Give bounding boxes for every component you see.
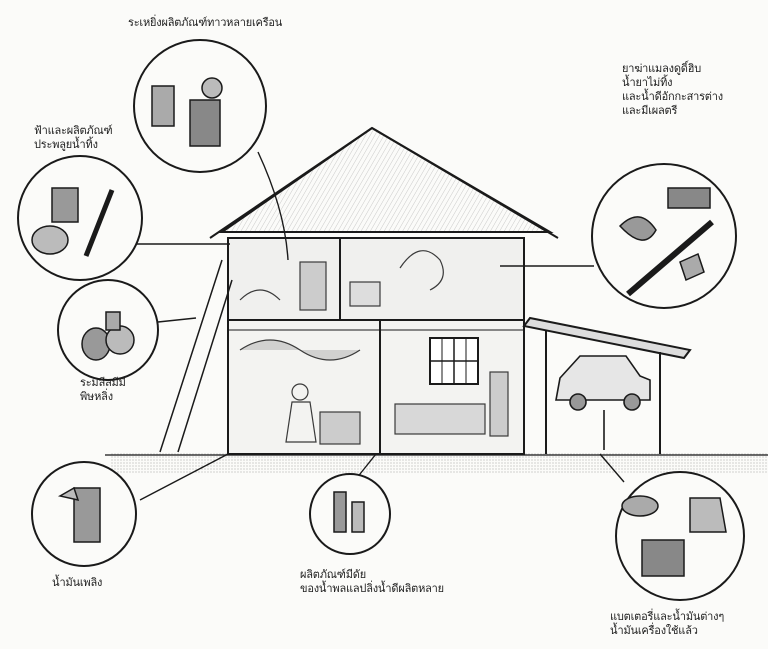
label-bottom-right-callout: แบตเตอรี่และน้ำมันต่างๆ น้ำมันเครื่องใช้…	[610, 610, 724, 638]
label-mid-left-line1: ระมลีลมีมี	[80, 376, 126, 389]
carport-roof	[522, 316, 692, 360]
label-top-right-line4: และมีเผลตรี	[622, 104, 678, 117]
label-bottom-right-line1: แบตเตอรี่และน้ำมันต่างๆ	[610, 610, 725, 623]
label-bottom-left-callout: น้ำมันเพลิง	[52, 576, 102, 590]
label-top-line1: ระเหยิ่งผลิตภัณฑ์ทาวหลายเครือน	[128, 16, 283, 29]
callout-circle-top-right	[591, 163, 737, 309]
label-top-right-callout: ยาฆ่าแมลงดูดิ์ฮิบ น้ำยาไม่ทิ้ง และน้ำดีอ…	[622, 62, 723, 118]
label-bottom-right-line2: น้ำมันเครื่องใช้แล้ว	[610, 624, 698, 637]
label-bottom-center-line2: ของน้ำพลแลปลิ่งน้ำดีผลิตหลาย	[300, 582, 444, 595]
label-top-right-line2: น้ำยาไม่ทิ้ง	[622, 76, 673, 89]
upper-floor	[227, 237, 525, 321]
label-upper-left-callout: ฟ้าและผลิตภัณฑ์ ประพลูยน้ำทิ้ง	[34, 124, 113, 152]
stairs	[159, 259, 233, 453]
callout-circle-bottom-left	[31, 461, 137, 567]
label-mid-left-line2: พิษหลิ่ง	[80, 390, 113, 403]
callout-circle-mid-left	[57, 279, 159, 381]
connector-lines	[136, 151, 625, 501]
callout-circle-upper-left	[17, 155, 143, 281]
callout-circle-bottom-right	[615, 471, 745, 601]
label-top-right-line3: และน้ำดีอักกะสารต่าง	[622, 90, 723, 103]
label-top-callout: ระเหยิ่งผลิตภัณฑ์ทาวหลายเครือน	[128, 16, 282, 30]
ground	[105, 452, 768, 474]
car	[555, 355, 651, 450]
callout-circle-top	[133, 39, 267, 173]
interior-items	[239, 250, 509, 445]
label-bottom-center-line1: ผลิตภัณฑ์มีดัย	[300, 568, 366, 581]
label-bottom-left-line1: น้ำมันเพลิง	[52, 576, 103, 589]
label-upper-left-line2: ประพลูยน้ำทิ้ง	[34, 138, 98, 151]
callout-circle-bottom-center	[309, 473, 391, 555]
label-mid-left-callout: ระมลีลมีมี พิษหลิ่ง	[80, 376, 126, 404]
roof	[218, 126, 554, 233]
label-top-right-line1: ยาฆ่าแมลงดูดิ์ฮิบ	[622, 62, 701, 75]
label-upper-left-line1: ฟ้าและผลิตภัณฑ์	[34, 124, 113, 137]
label-bottom-center-callout: ผลิตภัณฑ์มีดัย ของน้ำพลแลปลิ่งน้ำดีผลิตห…	[300, 568, 444, 596]
